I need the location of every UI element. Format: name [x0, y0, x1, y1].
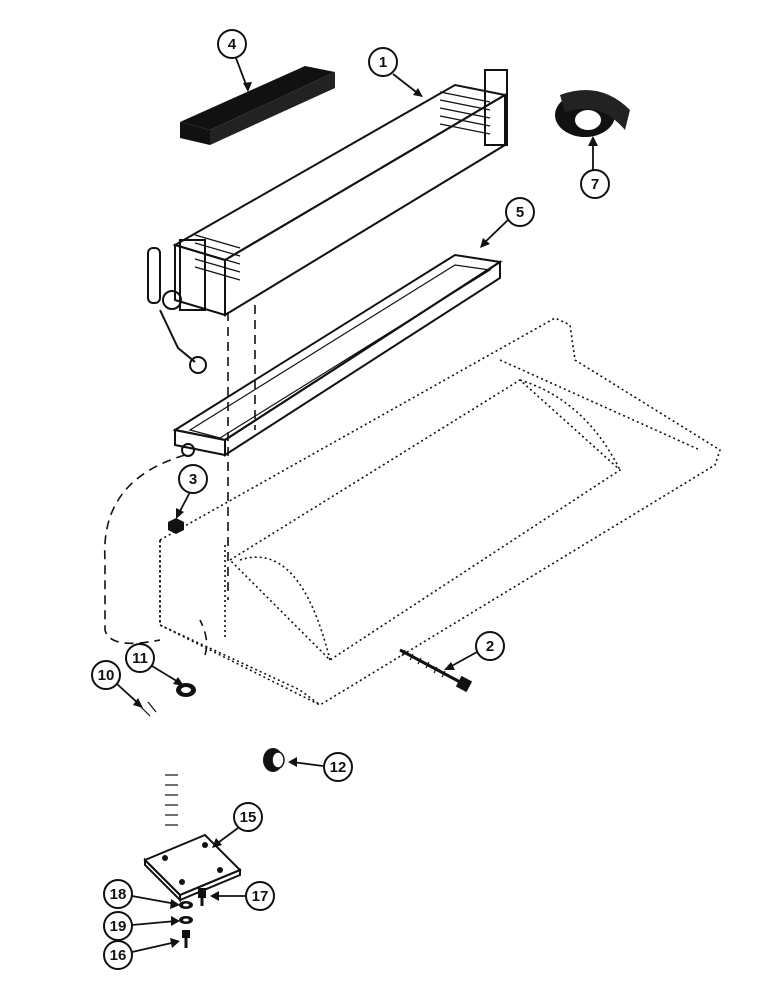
part-17-screw: [198, 888, 206, 906]
callout-15-label: 15: [240, 809, 257, 826]
part-16-screw: [182, 930, 190, 948]
callout-19: 19: [103, 911, 133, 941]
part-11-clamp: [176, 683, 196, 697]
callout-15: 15: [233, 802, 263, 832]
callout-1: 1: [368, 47, 398, 77]
part-18-washer: [179, 901, 193, 909]
callout-11: 11: [125, 643, 155, 673]
callout-10-label: 10: [98, 667, 115, 684]
callout-17: 17: [245, 881, 275, 911]
callout-5-label: 5: [516, 204, 524, 221]
callout-18: 18: [103, 879, 133, 909]
callout-17-label: 17: [252, 888, 269, 905]
assembly-lines: [103, 305, 256, 656]
part-10-drain-hose: [133, 701, 180, 836]
housing-outline: [159, 317, 721, 706]
callout-3-label: 3: [189, 471, 197, 488]
callout-18-label: 18: [110, 886, 127, 903]
callout-16-label: 16: [110, 947, 127, 964]
callout-12-label: 12: [330, 759, 347, 776]
callout-7: 7: [580, 169, 610, 199]
callout-12: 12: [323, 752, 353, 782]
callout-4: 4: [217, 29, 247, 59]
callout-7-label: 7: [591, 176, 599, 193]
callout-2-label: 2: [486, 638, 494, 655]
part-3-nut: [168, 518, 184, 534]
callout-4-label: 4: [228, 36, 237, 53]
callout-19-label: 19: [110, 918, 127, 935]
part-1-evaporator-core: [147, 69, 508, 374]
part-15-plate: [143, 833, 242, 903]
callout-3: 3: [178, 464, 208, 494]
callouts: 4 1 7 5 3: [91, 29, 610, 970]
part-7-tape-roll: [555, 90, 630, 137]
part-12-grommet: [263, 748, 285, 772]
callout-2: 2: [475, 631, 505, 661]
callout-5: 5: [505, 197, 535, 227]
callout-1-label: 1: [379, 54, 387, 71]
part-5-drain-pan: [172, 253, 503, 457]
callout-10: 10: [91, 660, 121, 690]
callout-16: 16: [103, 940, 133, 970]
callout-11-label: 11: [132, 650, 148, 667]
part-4-seal-strip: [180, 66, 335, 145]
part-2-bolt: [399, 648, 473, 693]
part-19-lock-washer: [179, 916, 193, 924]
